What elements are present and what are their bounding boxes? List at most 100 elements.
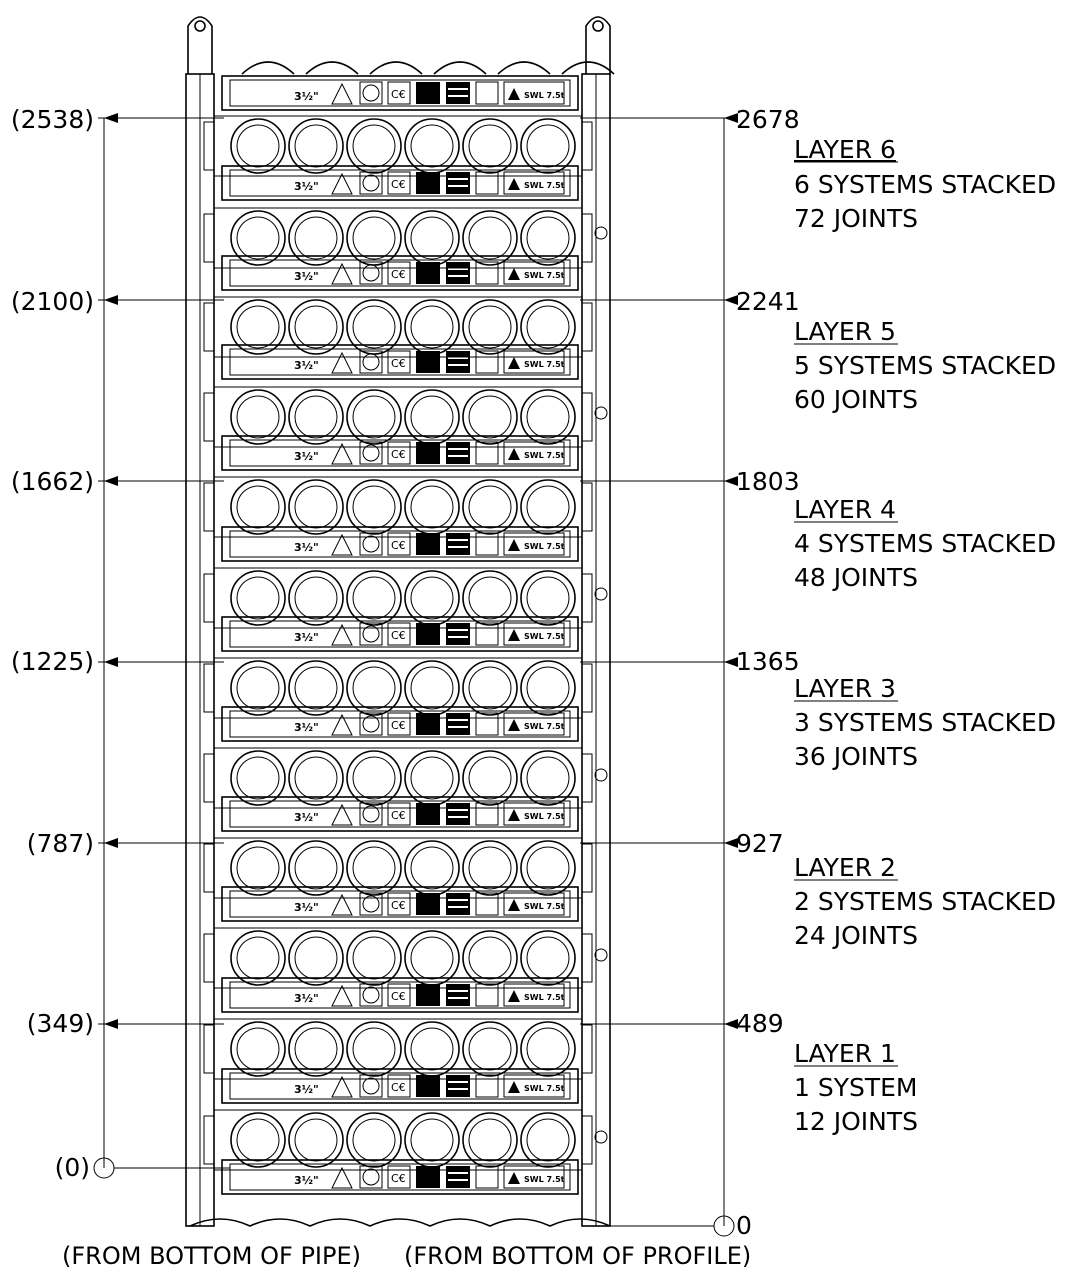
pipe-end [462, 840, 518, 896]
warning-triangle-icon [331, 1075, 353, 1098]
layer-title: LAYER 3 [794, 674, 896, 703]
pipe-bore [468, 395, 512, 439]
svg-text:C€: C€ [391, 178, 406, 191]
warning-triangle-icon [331, 442, 353, 465]
layer-joints: 12 JOINTS [794, 1107, 918, 1136]
ce-mark-icon [387, 622, 411, 646]
circle-icon [362, 264, 380, 282]
stripe-symbol-icon [446, 623, 470, 645]
plate-size-label: 3½" [294, 180, 319, 193]
ce-mark-icon [387, 532, 411, 556]
plate-size-label: 3½" [294, 631, 319, 644]
pipe-end [230, 479, 286, 535]
pipe-end [462, 930, 518, 986]
blank-box [475, 350, 499, 374]
layer-systems: 1 SYSTEM [794, 1073, 918, 1102]
left-dim-label: (1662) [11, 467, 94, 496]
pipe-bore [236, 395, 280, 439]
right-dimension-labels: 2678 2241 1803 1365 927 489 0 [736, 105, 800, 1240]
pipe-bore [294, 305, 338, 349]
pipe-bore [236, 124, 280, 168]
layer-title: LAYER 4 [794, 495, 896, 524]
pipe-row [203, 567, 593, 629]
pipe-end [404, 1021, 460, 1077]
pipe-end [520, 299, 576, 355]
pipe-bore [410, 395, 454, 439]
pipe-end [346, 479, 402, 535]
stripe-symbol-icon [446, 351, 470, 373]
ce-mark-icon [387, 712, 411, 736]
layer-joints: 60 JOINTS [794, 385, 918, 414]
svg-text:C€: C€ [391, 1172, 406, 1185]
blank-box [475, 892, 499, 916]
layer-annotation-6: LAYER 6 6 SYSTEMS STACKED 72 JOINTS [794, 135, 1056, 233]
stripe-symbol-icon [446, 262, 470, 284]
pipe-end [230, 299, 286, 355]
pipe-end [230, 930, 286, 986]
label-plate: 3½"C€SWL 7.5t [221, 344, 579, 380]
svg-text:C€: C€ [391, 629, 406, 642]
pipe-end [520, 840, 576, 896]
label-plate: 3½"C€SWL 7.5t [221, 435, 579, 471]
pipe-end [230, 1021, 286, 1077]
pipe-end [346, 750, 402, 806]
plate-size-label: 3½" [294, 721, 319, 734]
pipe-bore [294, 666, 338, 710]
right-dim-label: 1365 [736, 647, 800, 676]
right-dim-label: 489 [736, 1009, 784, 1038]
rating-text: SWL 7.5t [524, 993, 565, 1002]
icon-box [359, 892, 383, 916]
pipe-row [203, 747, 593, 809]
pipe-row [203, 1018, 593, 1080]
pipe-bore [526, 124, 570, 168]
circle-icon [362, 625, 380, 643]
black-symbol-icon [416, 713, 440, 735]
blank-box [475, 1165, 499, 1189]
svg-text:C€: C€ [391, 990, 406, 1003]
icon-box [359, 81, 383, 105]
layer-joints: 48 JOINTS [794, 563, 918, 592]
pipe-end [520, 570, 576, 626]
pipe-bore [410, 485, 454, 529]
pipe-bore [468, 756, 512, 800]
warning-triangle-icon [331, 172, 353, 195]
black-symbol-icon [416, 172, 440, 194]
ce-mark-icon [387, 81, 411, 105]
plate-size-label: 3½" [294, 450, 319, 463]
rating-box [503, 81, 565, 105]
icon-box [359, 171, 383, 195]
label-plate: 3½"C€SWL 7.5t [221, 165, 579, 201]
layer-annotation-3: LAYER 3 3 SYSTEMS STACKED 36 JOINTS [794, 674, 1056, 771]
stripe-symbol-icon [446, 533, 470, 555]
pipe-bore [236, 756, 280, 800]
layer-title: LAYER 5 [794, 317, 896, 346]
pipe-bore [294, 1027, 338, 1071]
bolt-hole [594, 768, 608, 782]
plate-size-label: 3½" [294, 1083, 319, 1096]
pipe-row [203, 115, 593, 177]
warning-triangle-icon [331, 984, 353, 1007]
ce-mark-icon [387, 802, 411, 826]
plate-size-label: 3½" [294, 992, 319, 1005]
pipe-row [203, 476, 593, 538]
left-dimension-labels: (2538) (2100) (1662) (1225) (787) (349) … [11, 105, 94, 1182]
black-symbol-icon [416, 1166, 440, 1188]
svg-text:C€: C€ [391, 448, 406, 461]
svg-text:C€: C€ [391, 719, 406, 732]
pipe-end [520, 1021, 576, 1077]
pipe-end [404, 570, 460, 626]
rating-box [503, 441, 565, 465]
pipe-end [520, 210, 576, 266]
pipe-end [346, 299, 402, 355]
top-bump [561, 61, 615, 75]
bolt-hole [594, 406, 608, 420]
circle-icon [362, 895, 380, 913]
stripe-symbol-icon [446, 1075, 470, 1097]
blank-box [475, 983, 499, 1007]
pipe-bore [468, 576, 512, 620]
rating-box [503, 622, 565, 646]
pipe-bore [526, 485, 570, 529]
pipe-end [230, 118, 286, 174]
pipe-end [346, 1112, 402, 1168]
